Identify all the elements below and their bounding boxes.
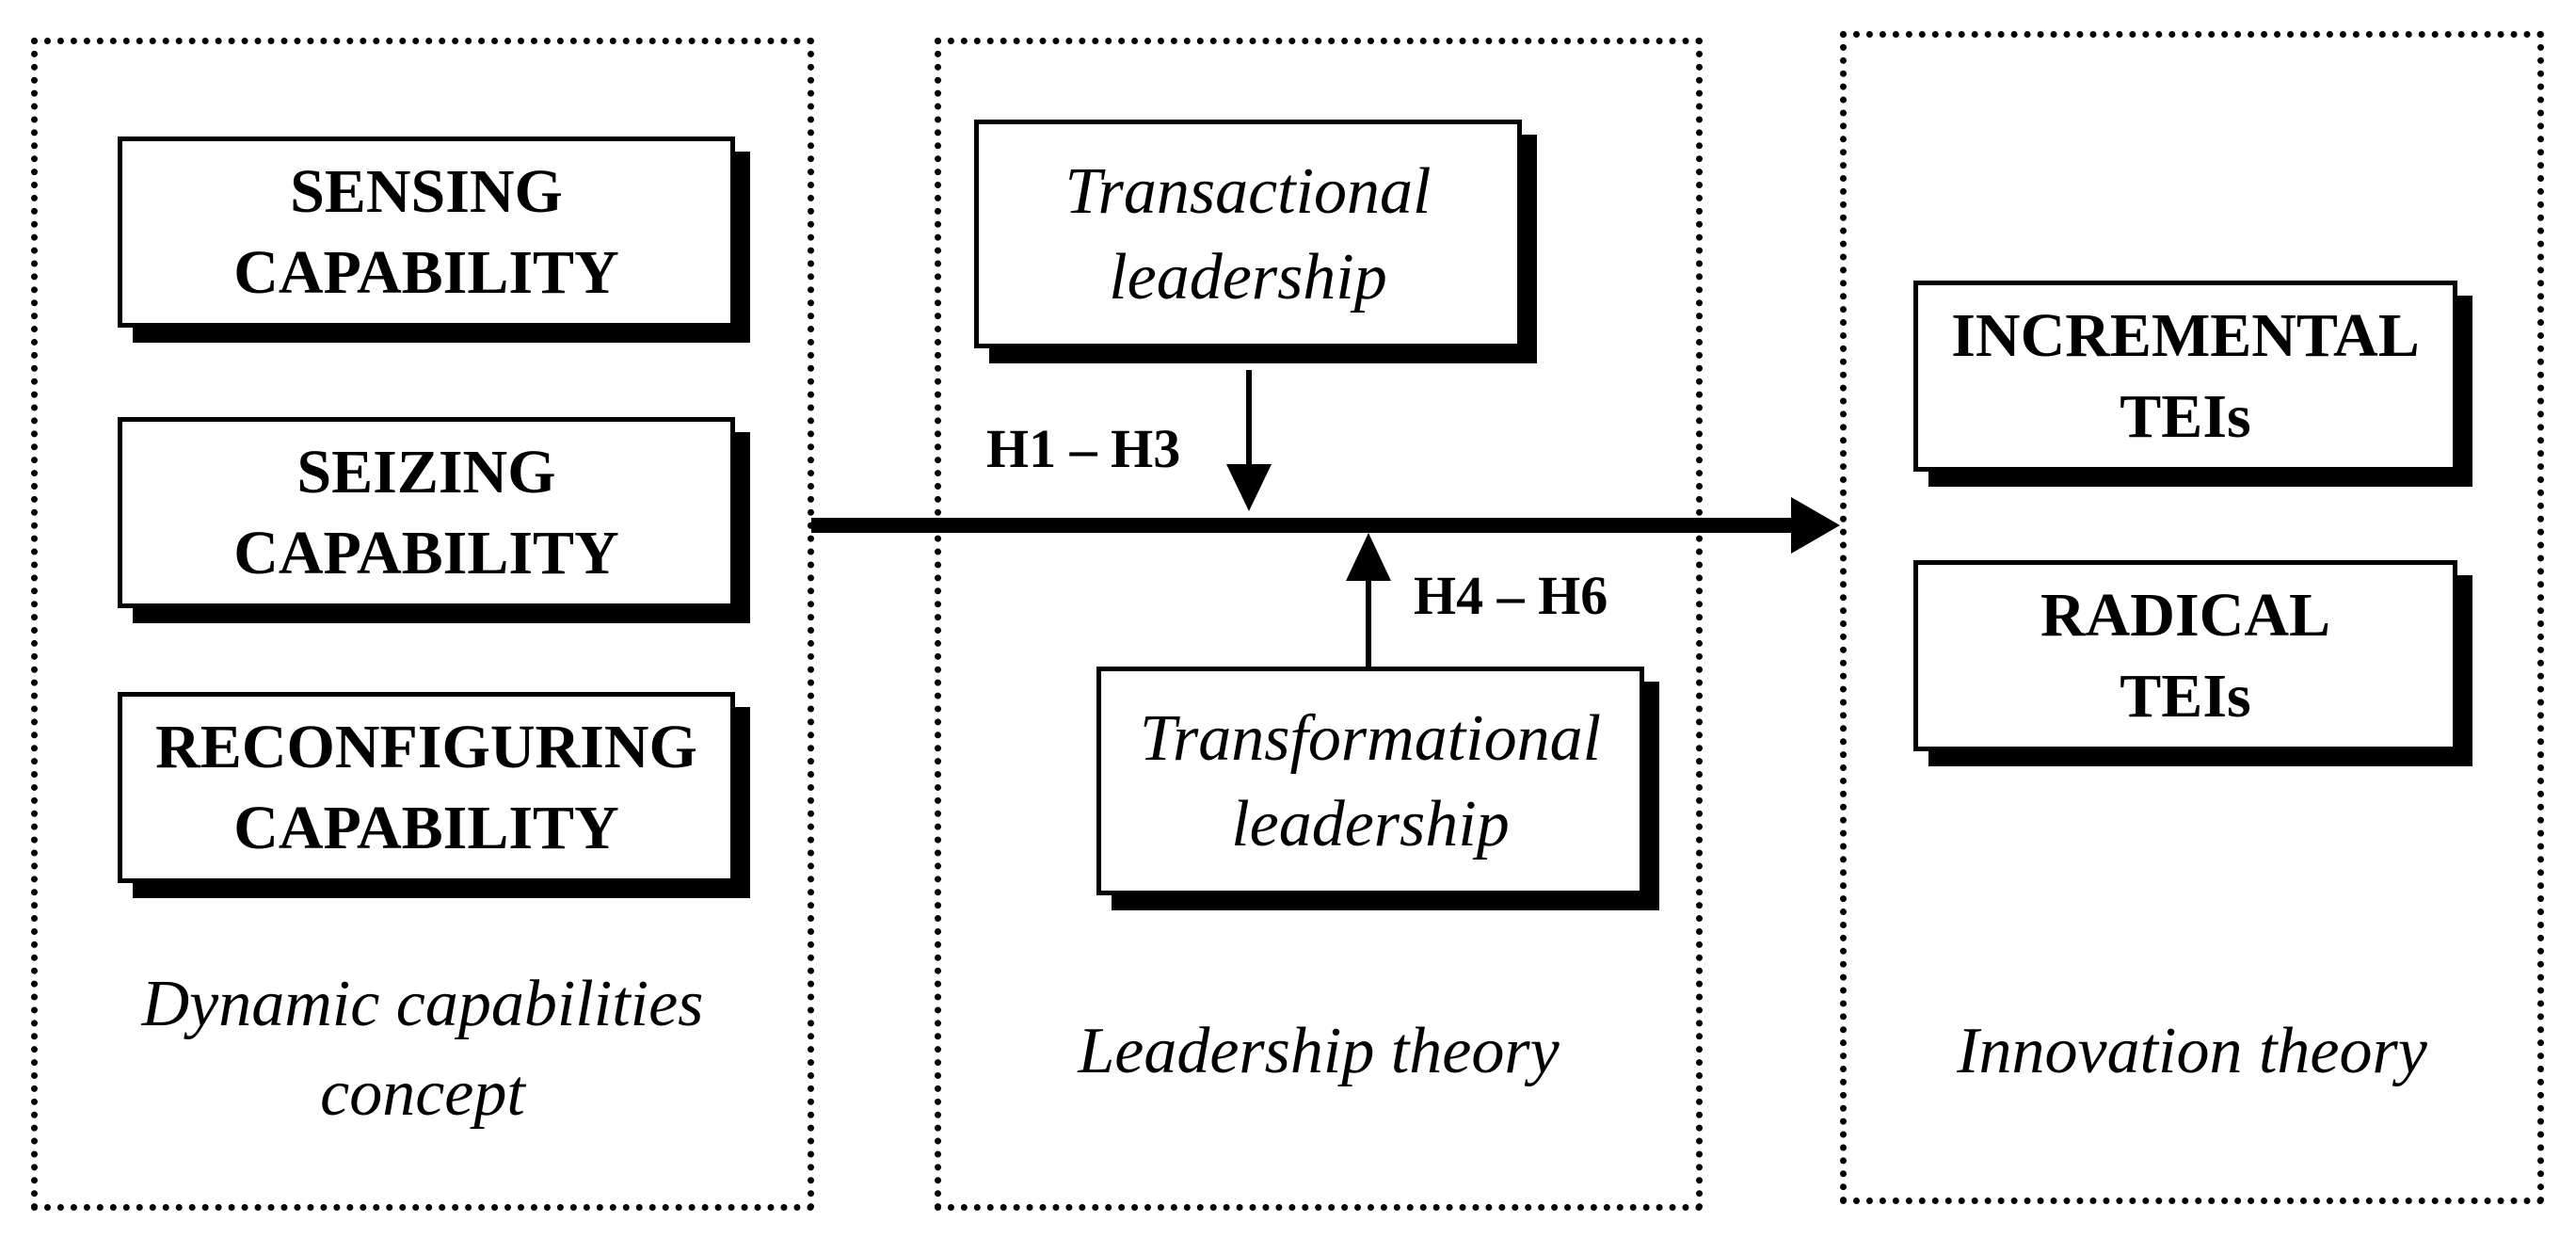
reconfiguring-capability-label: RECONFIGURING CAPABILITY [155, 712, 697, 862]
seizing-capability-label: SEIZING CAPABILITY [233, 437, 619, 587]
dynamic-capabilities-panel [31, 38, 814, 1211]
reconfiguring-capability-box: RECONFIGURING CAPABILITY [118, 692, 735, 883]
innovation-theory-caption: Innovation theory [1957, 1015, 2427, 1087]
main-arrow [811, 497, 1840, 554]
transformational-arrow [1346, 533, 1391, 667]
radical-teis-label: RADICAL TEIs [2040, 580, 2331, 731]
seizing-capability-box: SEIZING CAPABILITY [118, 417, 735, 608]
transactional-leadership-box: Transactional leadership [974, 120, 1522, 348]
leadership-theory-panel [935, 38, 1703, 1211]
transformational-leadership-label: Transformational leadership [1139, 701, 1602, 860]
incremental-teis-label: INCREMENTAL TEIs [1951, 300, 2420, 451]
innovation-theory-panel [1840, 31, 2544, 1204]
transactional-leadership-label: Transactional leadership [1064, 154, 1432, 314]
dynamic-capabilities-caption: Dynamic capabilities concept [141, 968, 704, 1130]
transformational-leadership-box: Transformational leadership [1096, 667, 1644, 895]
transformational-arrow-head [1346, 533, 1391, 581]
sensing-capability-label: SENSING CAPABILITY [233, 156, 619, 307]
h1-h3-label: H1 – H3 [986, 418, 1181, 479]
radical-teis-box: RADICAL TEIs [1913, 560, 2457, 751]
incremental-teis-box: INCREMENTAL TEIs [1913, 281, 2457, 472]
h4-h6-label: H4 – H6 [1414, 565, 1608, 626]
transactional-arrow [1226, 370, 1272, 511]
main-arrow-head [1791, 497, 1840, 554]
leadership-theory-caption: Leadership theory [1078, 1015, 1560, 1087]
transactional-arrow-head [1226, 464, 1272, 511]
sensing-capability-box: SENSING CAPABILITY [118, 137, 735, 328]
